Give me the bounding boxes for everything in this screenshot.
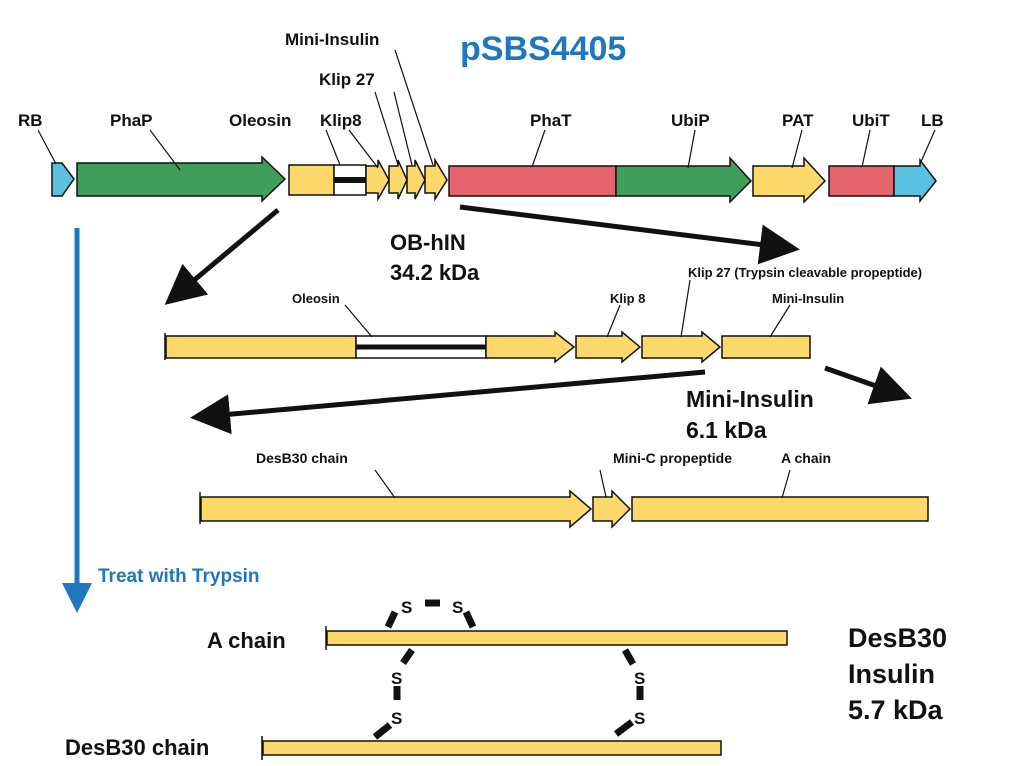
ubit-element	[828, 165, 895, 197]
rb-element	[51, 162, 75, 197]
ob-klip8-element	[575, 330, 642, 364]
sulfur-a1: S	[401, 598, 412, 617]
label-a-chain: A chain	[781, 450, 831, 466]
mini-insulin-mass: 6.1 kDa	[686, 417, 767, 443]
label-rb: RB	[18, 111, 43, 130]
klip8-element	[365, 159, 390, 202]
product-chains	[261, 626, 788, 760]
product-name-line2: Insulin	[848, 659, 935, 689]
arrow-to-mini-insulin-left	[190, 369, 706, 435]
title: pSBS4405	[460, 30, 626, 68]
label-lb: LB	[921, 111, 944, 130]
product-name-line1: DesB30	[848, 623, 947, 653]
label-mini-c: Mini-C propeptide	[613, 450, 732, 466]
product-desb30-label: DesB30 chain	[65, 735, 209, 760]
mini-insulin-row	[199, 489, 929, 529]
ob-label-klip27: Klip 27 (Trypsin cleavable propeptide)	[688, 265, 922, 280]
ob-hin-mass: 34.2 kDa	[390, 260, 480, 285]
label-phap: PhaP	[110, 111, 153, 130]
klip27-element-1	[388, 159, 408, 200]
lb-element	[893, 157, 937, 204]
phap-element	[76, 155, 287, 203]
product-a-chain	[326, 630, 788, 646]
ob-hin-name: OB-hIN	[390, 230, 466, 255]
sulfur-b1-top: S	[391, 669, 402, 688]
desb30-chain-element	[200, 489, 593, 529]
product-desb30-chain	[262, 740, 722, 756]
disulfide-bonds	[372, 599, 644, 740]
ob-oleosin-tail	[485, 330, 576, 364]
oleosin-element	[288, 164, 335, 196]
ob-hin-leaders	[344, 279, 791, 338]
klip27-element-2	[406, 159, 426, 200]
ob-klip27-element	[641, 330, 722, 364]
ob-label-mini-insulin: Mini-Insulin	[772, 291, 844, 306]
construct-labels: RB PhaP Oleosin Klip8 Klip 27 Mini-Insul…	[18, 30, 944, 130]
label-ubit: UbiT	[852, 111, 890, 130]
sulfur-b1-bottom: S	[391, 709, 402, 728]
label-desb30-chain: DesB30 chain	[256, 450, 348, 466]
mini-insulin-leaders	[374, 469, 791, 499]
product-a-chain-label: A chain	[207, 628, 286, 653]
sulfur-b2-top: S	[634, 669, 645, 688]
mini-c-element	[592, 489, 632, 529]
a-chain-element	[631, 496, 929, 522]
construct-leaders	[37, 49, 936, 171]
sulfur-b2-bottom: S	[634, 709, 645, 728]
phat-element	[448, 165, 617, 197]
label-ubip: UbiP	[671, 111, 710, 130]
label-pat: PAT	[782, 111, 814, 130]
label-phat: PhaT	[530, 111, 572, 130]
ob-oleosin-element	[165, 335, 357, 359]
ob-hin-arrows	[190, 365, 912, 435]
ob-hin-row	[164, 330, 811, 364]
label-mini-insulin: Mini-Insulin	[285, 30, 379, 49]
mini-insulin-name: Mini-Insulin	[686, 386, 814, 412]
ob-mini-insulin-element	[721, 335, 811, 359]
sulfur-labels: S S S S S S	[391, 598, 645, 728]
label-oleosin: Oleosin	[229, 111, 291, 130]
arrow-to-mini-insulin-right	[824, 365, 912, 405]
ob-label-oleosin: Oleosin	[292, 291, 340, 306]
arrow-to-ob-hin-left	[164, 208, 280, 305]
sulfur-a2: S	[452, 598, 463, 617]
construct-arrows	[164, 204, 800, 305]
ob-label-klip8: Klip 8	[610, 291, 645, 306]
label-klip27: Klip 27	[319, 70, 375, 89]
construct-row	[51, 155, 937, 204]
mini-insulin-element	[424, 157, 448, 202]
arrow-to-ob-hin-right	[459, 204, 800, 265]
pat-element	[752, 156, 827, 204]
ubip-element	[615, 156, 753, 204]
trypsin-label: Treat with Trypsin	[98, 566, 260, 587]
product-mass: 5.7 kDa	[848, 695, 944, 725]
label-klip8: Klip8	[320, 111, 362, 130]
